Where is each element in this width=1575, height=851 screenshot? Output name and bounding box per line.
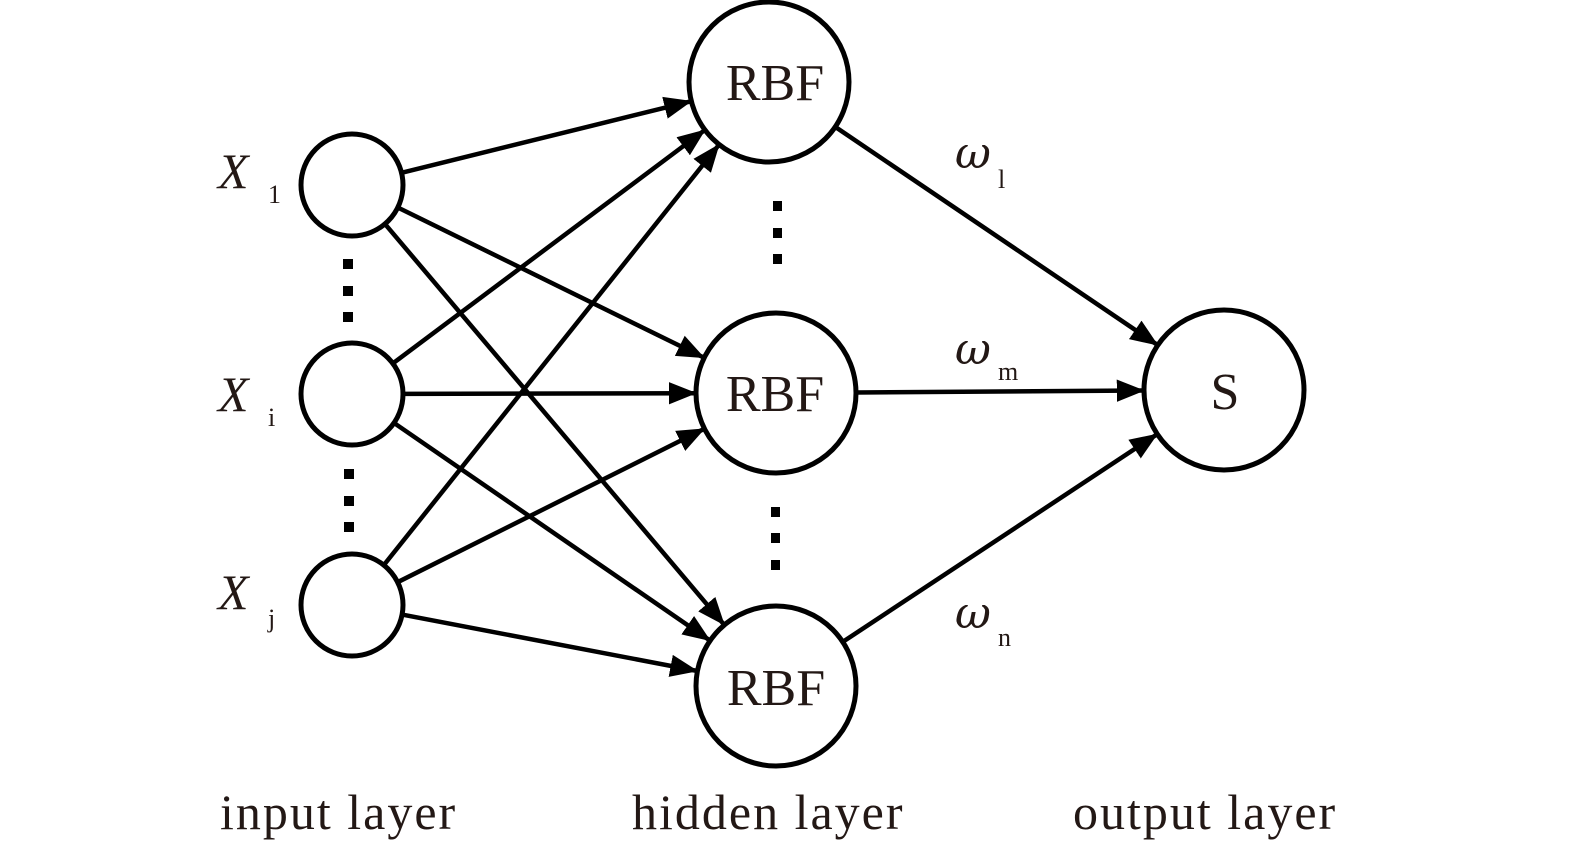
edge-input-0-to-hidden-2 (383, 222, 725, 626)
input-var-label: X (216, 564, 251, 620)
input-layer: X 1 X i X j (216, 131, 406, 659)
ellipsis-dot (343, 286, 353, 296)
output-layer-label: output layer (1073, 784, 1337, 840)
weight-symbol: ω (955, 128, 991, 179)
output-node-circle (1141, 307, 1307, 473)
output-layer: S (1141, 307, 1307, 473)
hidden-ellipsis-lower (771, 507, 780, 570)
input-var-subscript: i (268, 403, 275, 432)
edge-hidden-1-to-output (855, 379, 1145, 402)
hidden-node-rbf-n: RBF (693, 603, 859, 769)
output-node-label: S (1211, 364, 1240, 421)
hidden-layer: RBF RBF RBF (686, 0, 859, 769)
input-layer-label: input layer (220, 784, 457, 840)
input-node-circle (298, 551, 406, 659)
ellipsis-dot (344, 469, 354, 479)
edge-input-2-to-hidden-2 (401, 612, 699, 677)
edge-input-1-to-hidden-1 (402, 382, 697, 405)
weight-symbol: ω (955, 324, 991, 375)
hidden-node-circle (686, 0, 852, 165)
input-var-label: X (216, 143, 251, 199)
edge-hidden-2-to-output (841, 433, 1158, 644)
input-node-xj: X j (216, 551, 406, 659)
ellipsis-dot (771, 560, 780, 570)
hidden-node-rbf-1: RBF (686, 0, 852, 165)
ellipsis-dot (343, 259, 353, 269)
hidden-node-circle (693, 310, 859, 476)
input-node-x1: X 1 (216, 131, 406, 239)
input-ellipsis-upper (343, 259, 353, 322)
hidden-node-label: RBF (727, 660, 825, 717)
hidden-node-label: RBF (726, 55, 824, 112)
hidden-layer-label: hidden layer (632, 784, 905, 840)
edge-input-2-to-hidden-0 (382, 143, 720, 567)
input-node-circle (298, 131, 406, 239)
ellipsis-dot (773, 201, 782, 211)
input-node-xi: X i (216, 340, 406, 448)
edge-input-2-to-hidden-1 (396, 427, 706, 585)
hidden-node-circle (693, 603, 859, 769)
ellipsis-dot (771, 533, 780, 543)
ellipsis-dot (344, 496, 354, 506)
ellipsis-dot (773, 254, 782, 264)
layer-labels: input layer hidden layer output layer (220, 784, 1337, 840)
ellipsis-dot (343, 312, 353, 322)
output-node-s: S (1141, 307, 1307, 473)
weight-label-n: ω n (955, 588, 1011, 652)
edge-input-1-to-hidden-0 (391, 129, 706, 366)
input-node-circle (298, 340, 406, 448)
weight-subscript: m (998, 357, 1018, 386)
weight-subscript: l (998, 165, 1005, 194)
ellipsis-dot (773, 228, 782, 238)
hidden-ellipsis-upper (773, 201, 782, 264)
input-ellipsis-lower (344, 469, 354, 532)
weight-symbol: ω (955, 588, 991, 639)
edge-input-1-to-hidden-2 (392, 421, 711, 642)
weight-label-m: ω m (955, 324, 1018, 386)
ellipsis-dot (771, 507, 780, 517)
hidden-node-label: RBF (726, 366, 824, 423)
edge-input-0-to-hidden-0 (400, 96, 693, 175)
input-var-subscript: 1 (268, 180, 281, 209)
input-var-subscript: j (267, 604, 275, 633)
hidden-node-rbf-m: RBF (693, 310, 859, 476)
edge-input-0-to-hidden-1 (396, 205, 705, 359)
edge-hidden-0-to-output (833, 124, 1159, 346)
ellipsis-dot (344, 522, 354, 532)
weight-subscript: n (998, 623, 1011, 652)
weight-label-l: ω l (955, 128, 1005, 194)
edges (382, 96, 1159, 677)
weight-labels: ω l ω m ω n (955, 128, 1018, 652)
input-var-label: X (216, 366, 251, 422)
